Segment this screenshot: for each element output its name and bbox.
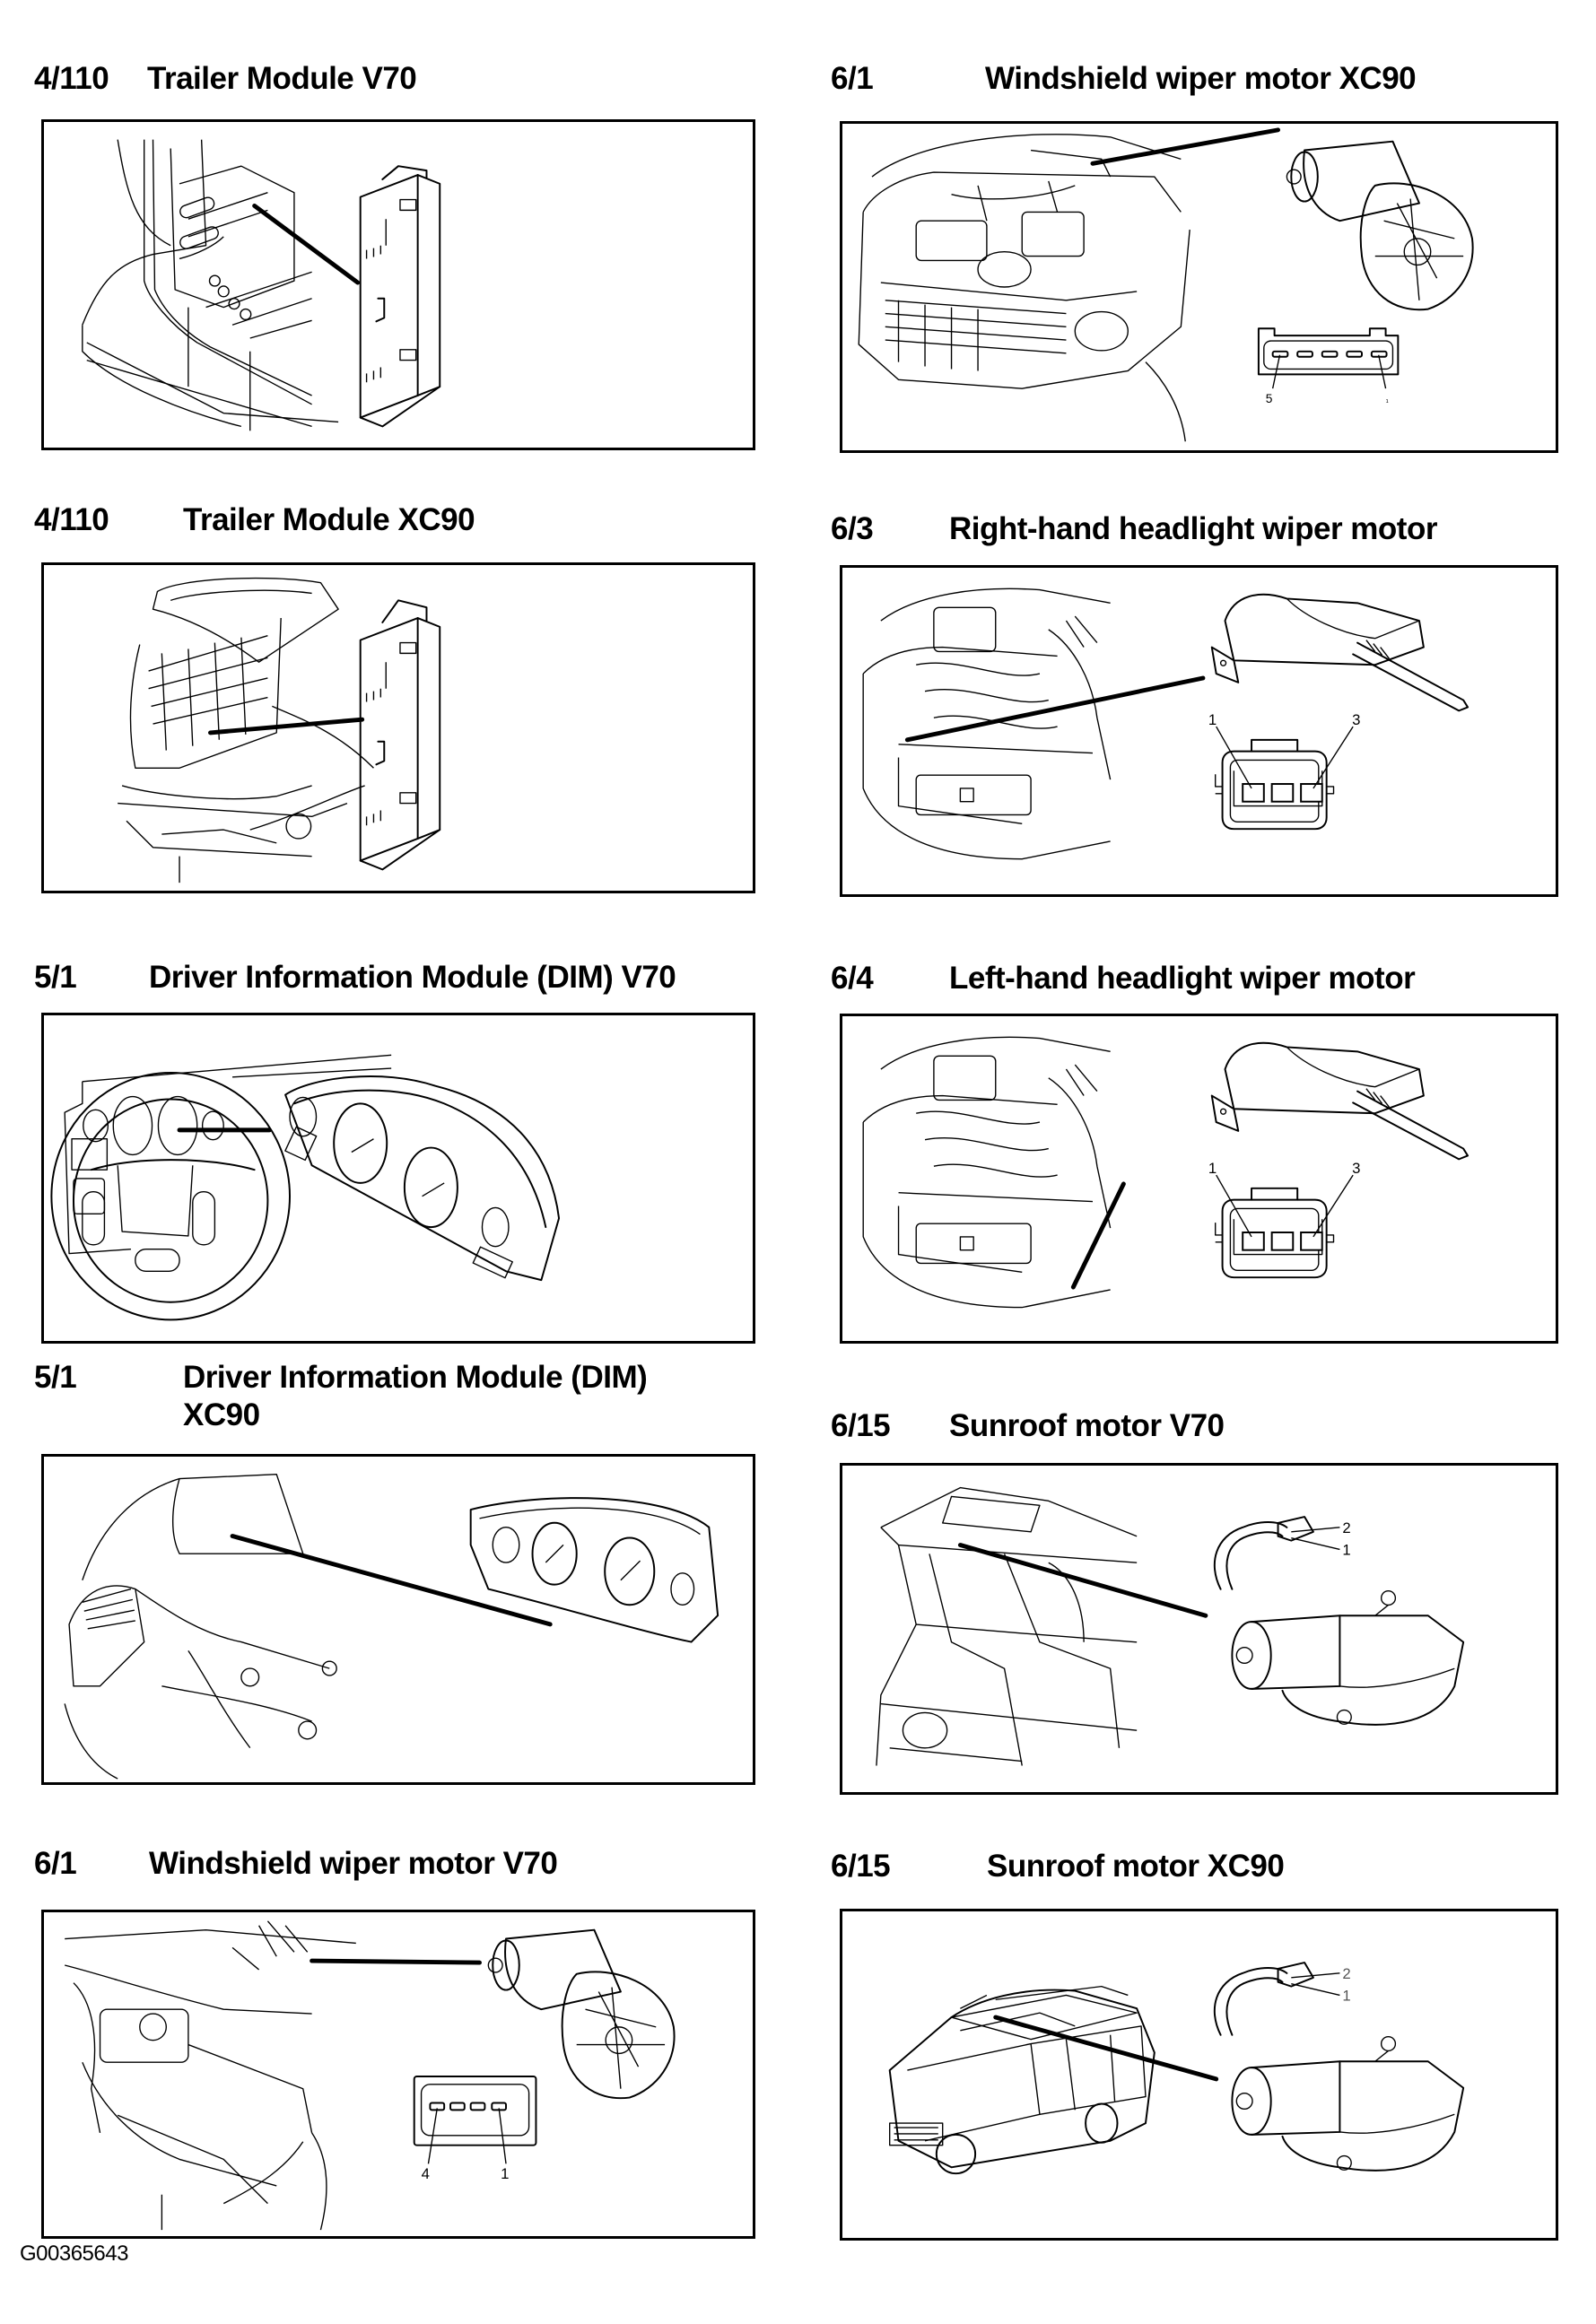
pin-label-1: 1 — [1208, 711, 1217, 728]
diagram-panel-trailer-module-v70 — [41, 119, 755, 450]
sunroof-motor-unit-drawing: 2 1 — [1213, 1516, 1465, 1726]
section-title: Sunroof motor XC90 — [987, 1849, 1285, 1884]
section-title-line1: Driver Information Module (DIM) — [183, 1360, 648, 1395]
pin-label-3: 3 — [1352, 1160, 1360, 1177]
trailer-module-xc90-illustration — [118, 577, 441, 883]
sunroof-motor-v70-illustration: 2 1 — [876, 1486, 1465, 1766]
xc90-dashboard-drawing — [64, 1473, 337, 1780]
section-number: 5/1 — [34, 1360, 77, 1395]
section-title: Trailer Module V70 — [147, 61, 417, 96]
diagram-panel-windshield-wiper-motor-v70: 4 1 — [41, 1910, 755, 2239]
diagram-panel-dim-v70 — [41, 1013, 755, 1344]
instrument-cluster-drawing — [284, 1075, 561, 1282]
section-number: 6/1 — [34, 1846, 77, 1881]
section-title: Right-hand headlight wiper motor — [949, 511, 1437, 546]
instrument-cluster-drawing — [469, 1497, 720, 1643]
leader-line — [957, 1543, 1208, 1618]
sunroof-motor-unit-drawing: 2 1 — [1213, 1962, 1465, 2172]
xc90-exterior-car-drawing — [888, 1985, 1156, 2175]
leader-line — [310, 1958, 482, 1965]
pin-label-5: 5 — [1266, 392, 1273, 405]
headlight-wiper-motor-drawing — [1210, 1041, 1470, 1161]
pin-label-1: 1 — [1386, 399, 1389, 405]
trailer-module-unit-drawing — [359, 599, 441, 871]
section-title: Trailer Module XC90 — [183, 502, 475, 537]
leader-line — [230, 1534, 553, 1627]
leader-line — [252, 203, 361, 285]
diagram-panel-windshield-wiper-motor-xc90: 5 1 — [840, 121, 1558, 453]
section-title-line2: XC90 — [183, 1397, 260, 1432]
trailer-module-unit-drawing — [359, 165, 441, 428]
leader-line — [1090, 127, 1281, 166]
dim-v70-illustration — [50, 1054, 561, 1321]
connector-4pin-drawing: 4 1 — [413, 2075, 537, 2182]
leader-line — [993, 2015, 1219, 2082]
v70-cargo-area-drawing — [82, 139, 339, 431]
pin-label-2: 2 — [1342, 1965, 1350, 1982]
sunroof-motor-xc90-illustration: 2 1 — [888, 1962, 1465, 2175]
pin-label-1: 1 — [1342, 1541, 1350, 1558]
section-number: 4/110 — [34, 61, 109, 96]
pin-label-4: 4 — [422, 2165, 430, 2182]
section-title: Windshield wiper motor XC90 — [985, 61, 1417, 96]
connector-3pin-drawing: 1 3 — [1208, 1160, 1360, 1279]
diagram-panel-sunroof-motor-xc90: 2 1 — [840, 1909, 1558, 2241]
wiper-motor-drawing — [1286, 140, 1474, 311]
pin-label-1: 1 — [1208, 1160, 1217, 1177]
xc90-tailgate-open-drawing — [118, 577, 374, 883]
wiper-motor-drawing — [487, 1928, 676, 2100]
pin-label-3: 3 — [1352, 711, 1360, 728]
xc90-front-hood-open-drawing — [858, 134, 1190, 442]
v70-interior-roof-drawing — [876, 1486, 1138, 1766]
pin-label-1: 1 — [1342, 1987, 1350, 2004]
leader-line — [208, 717, 365, 735]
section-title: Sunroof motor V70 — [949, 1408, 1225, 1443]
section-title: Left-hand headlight wiper motor — [949, 961, 1416, 996]
figure-code: G00365643 — [20, 2241, 128, 2266]
headlight-wiper-motor-drawing — [1210, 593, 1470, 712]
connector-3pin-drawing: 1 3 — [1208, 711, 1360, 831]
diagram-panel-dim-xc90 — [41, 1454, 755, 1785]
connector-5pin-drawing: 5 1 — [1257, 327, 1400, 405]
steering-wheel-dashboard-drawing — [50, 1054, 392, 1321]
section-title: Driver Information Module (DIM) V70 — [149, 960, 676, 995]
diagram-panel-sunroof-motor-v70: 2 1 — [840, 1463, 1558, 1795]
front-engine-bay-drawing — [862, 1036, 1112, 1309]
windshield-wiper-motor-xc90-illustration: 5 1 — [858, 127, 1474, 442]
left-hand-headlight-wiper-motor-illustration: 1 3 — [862, 1036, 1470, 1309]
trailer-module-v70-illustration — [82, 139, 441, 431]
diagram-panel-trailer-module-xc90 — [41, 562, 755, 893]
front-engine-bay-drawing — [862, 588, 1112, 860]
v70-engine-bay-drawing — [65, 1920, 356, 2231]
diagram-panel-right-hand-headlight-wiper-motor: 1 3 — [840, 565, 1558, 897]
section-number: 6/1 — [831, 61, 874, 96]
pin-label-2: 2 — [1342, 1519, 1350, 1536]
section-number: 5/1 — [34, 960, 77, 995]
pin-label-1: 1 — [501, 2165, 509, 2182]
section-number: 6/15 — [831, 1408, 891, 1443]
section-number: 6/15 — [831, 1849, 891, 1884]
section-number: 6/4 — [831, 961, 874, 996]
leader-line — [1070, 1181, 1126, 1290]
section-title: Windshield wiper motor V70 — [149, 1846, 558, 1881]
section-number: 4/110 — [34, 502, 109, 537]
leader-line — [904, 675, 1206, 743]
section-number: 6/3 — [831, 511, 874, 546]
diagram-panel-left-hand-headlight-wiper-motor: 1 3 — [840, 1014, 1558, 1344]
dim-xc90-illustration — [64, 1473, 720, 1780]
windshield-wiper-motor-v70-illustration: 4 1 — [65, 1920, 676, 2231]
right-hand-headlight-wiper-motor-illustration: 1 3 — [862, 588, 1470, 860]
